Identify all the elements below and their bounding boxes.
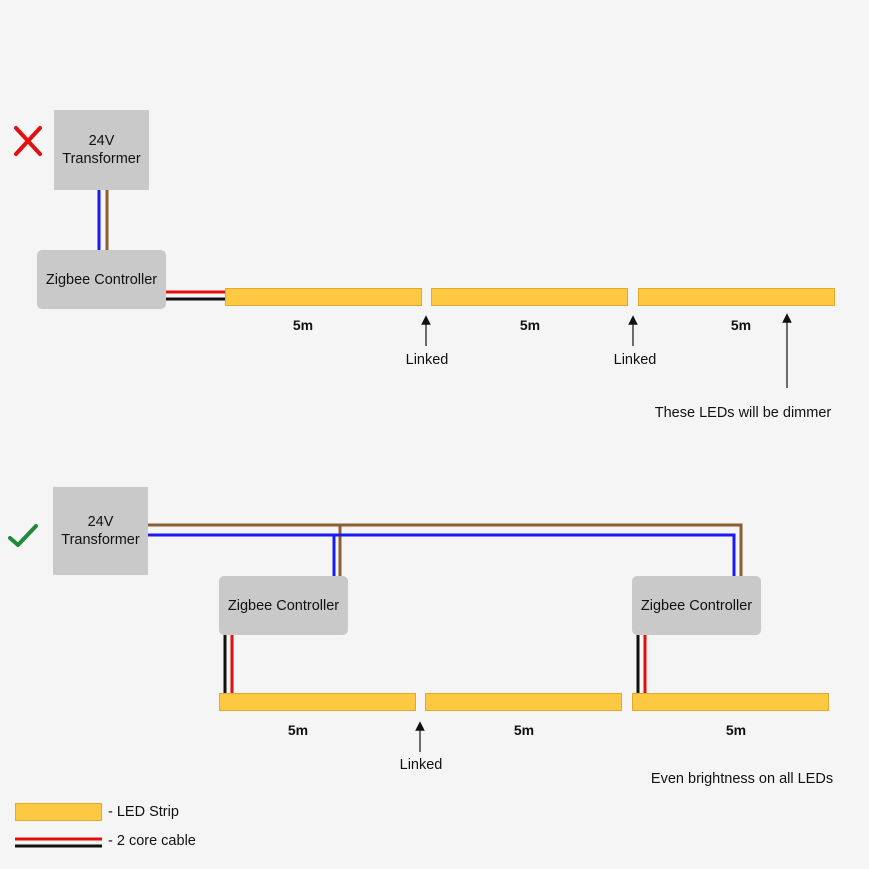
segment-length: 5m	[287, 722, 309, 738]
zigbee-controller-box: Zigbee Controller	[219, 576, 348, 635]
led-strip-segment	[632, 693, 829, 711]
link-label: Linked	[613, 352, 657, 368]
link-label: Linked	[405, 352, 449, 368]
segment-length: 5m	[292, 317, 314, 333]
segment-length: 5m	[519, 317, 541, 333]
led-strip-segment	[225, 288, 422, 306]
link-label: Linked	[399, 757, 443, 773]
blue-wire	[148, 533, 736, 577]
led-strip-segment	[431, 288, 628, 306]
transformer-box: 24V Transformer	[53, 487, 148, 575]
controller-label: Zigbee Controller	[45, 271, 158, 288]
legend-strip-swatch	[15, 803, 102, 821]
controller-label: Zigbee Controller	[227, 597, 340, 614]
zigbee-controller-box: Zigbee Controller	[37, 250, 166, 309]
transformer-voltage: 24V	[87, 514, 114, 530]
cross-icon	[14, 126, 42, 156]
transformer-label: Transformer	[62, 151, 141, 167]
transformer-voltage: 24V	[88, 133, 115, 149]
transformer-box: 24V Transformer	[54, 110, 149, 190]
led-strip-segment	[219, 693, 416, 711]
dimmer-note: These LEDs will be dimmer	[654, 405, 832, 421]
brown-wire	[148, 523, 743, 577]
controller-label: Zigbee Controller	[640, 597, 753, 614]
check-icon	[8, 524, 38, 547]
legend-strip-label: - LED Strip	[108, 804, 179, 820]
legend-cable-label: - 2 core cable	[108, 833, 196, 849]
led-strip-segment	[425, 693, 622, 711]
led-strip-segment	[638, 288, 835, 306]
segment-length: 5m	[730, 317, 752, 333]
brightness-note: Even brightness on all LEDs	[650, 771, 834, 787]
transformer-label: Transformer	[61, 532, 140, 548]
segment-length: 5m	[513, 722, 535, 738]
segment-length: 5m	[725, 722, 747, 738]
zigbee-controller-box: Zigbee Controller	[632, 576, 761, 635]
